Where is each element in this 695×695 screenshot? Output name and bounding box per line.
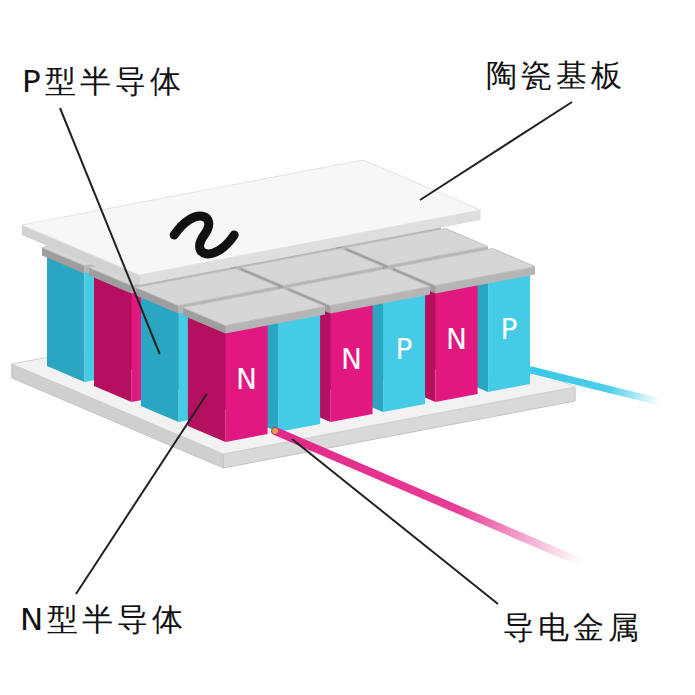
top-ceramic-plate xyxy=(22,160,481,285)
cyan-wire xyxy=(531,370,660,402)
callout-label: 陶瓷基板 xyxy=(486,58,626,92)
leader-line xyxy=(76,394,207,594)
pillar-letter: N xyxy=(236,365,257,396)
leader-line xyxy=(60,108,160,354)
magenta-wire xyxy=(275,431,580,562)
pillar-letter: P xyxy=(396,335,413,366)
callout-label: P型半导体 xyxy=(22,64,185,98)
callout-label: 导电金属 xyxy=(503,610,643,644)
pillar-letter: P xyxy=(501,315,518,346)
pillar-letter: N xyxy=(446,325,467,356)
wire-tip xyxy=(272,428,278,434)
pillar-letter: N xyxy=(341,345,362,376)
leader-line xyxy=(292,439,498,604)
callout-label: N型半导体 xyxy=(20,602,187,636)
logo-mark xyxy=(174,216,234,254)
leader-line xyxy=(420,102,572,200)
